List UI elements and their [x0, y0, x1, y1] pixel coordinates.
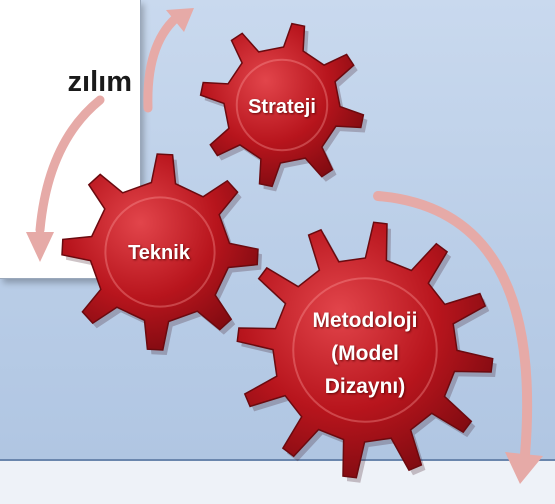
bottom-strip [0, 461, 555, 504]
gear-strateji [199, 22, 365, 188]
gear-teknik-inner-ring [104, 196, 216, 308]
bottom-divider [0, 459, 555, 461]
arrow-to-strateji [143, 8, 194, 113]
gear-label-metodoloji-1: Metodoloji [312, 309, 418, 332]
gear-teknik [61, 153, 259, 351]
gear-label-teknik: Teknik [128, 242, 190, 264]
gear-strateji-inner-ring [235, 58, 329, 152]
card-title-text: zılım [67, 66, 132, 98]
gear-label-metodoloji-2: (Model [331, 342, 399, 365]
gear-metodoloji [236, 221, 494, 479]
gear-label-metodoloji-3: Dizaynı) [324, 375, 406, 398]
gear-metodoloji-inner-ring [292, 277, 438, 423]
gear-label-strateji: Strateji [248, 96, 316, 118]
arrow-to-metodoloji [373, 191, 543, 484]
arrow-to-card [26, 95, 105, 262]
content-card: zılım [0, 0, 141, 279]
